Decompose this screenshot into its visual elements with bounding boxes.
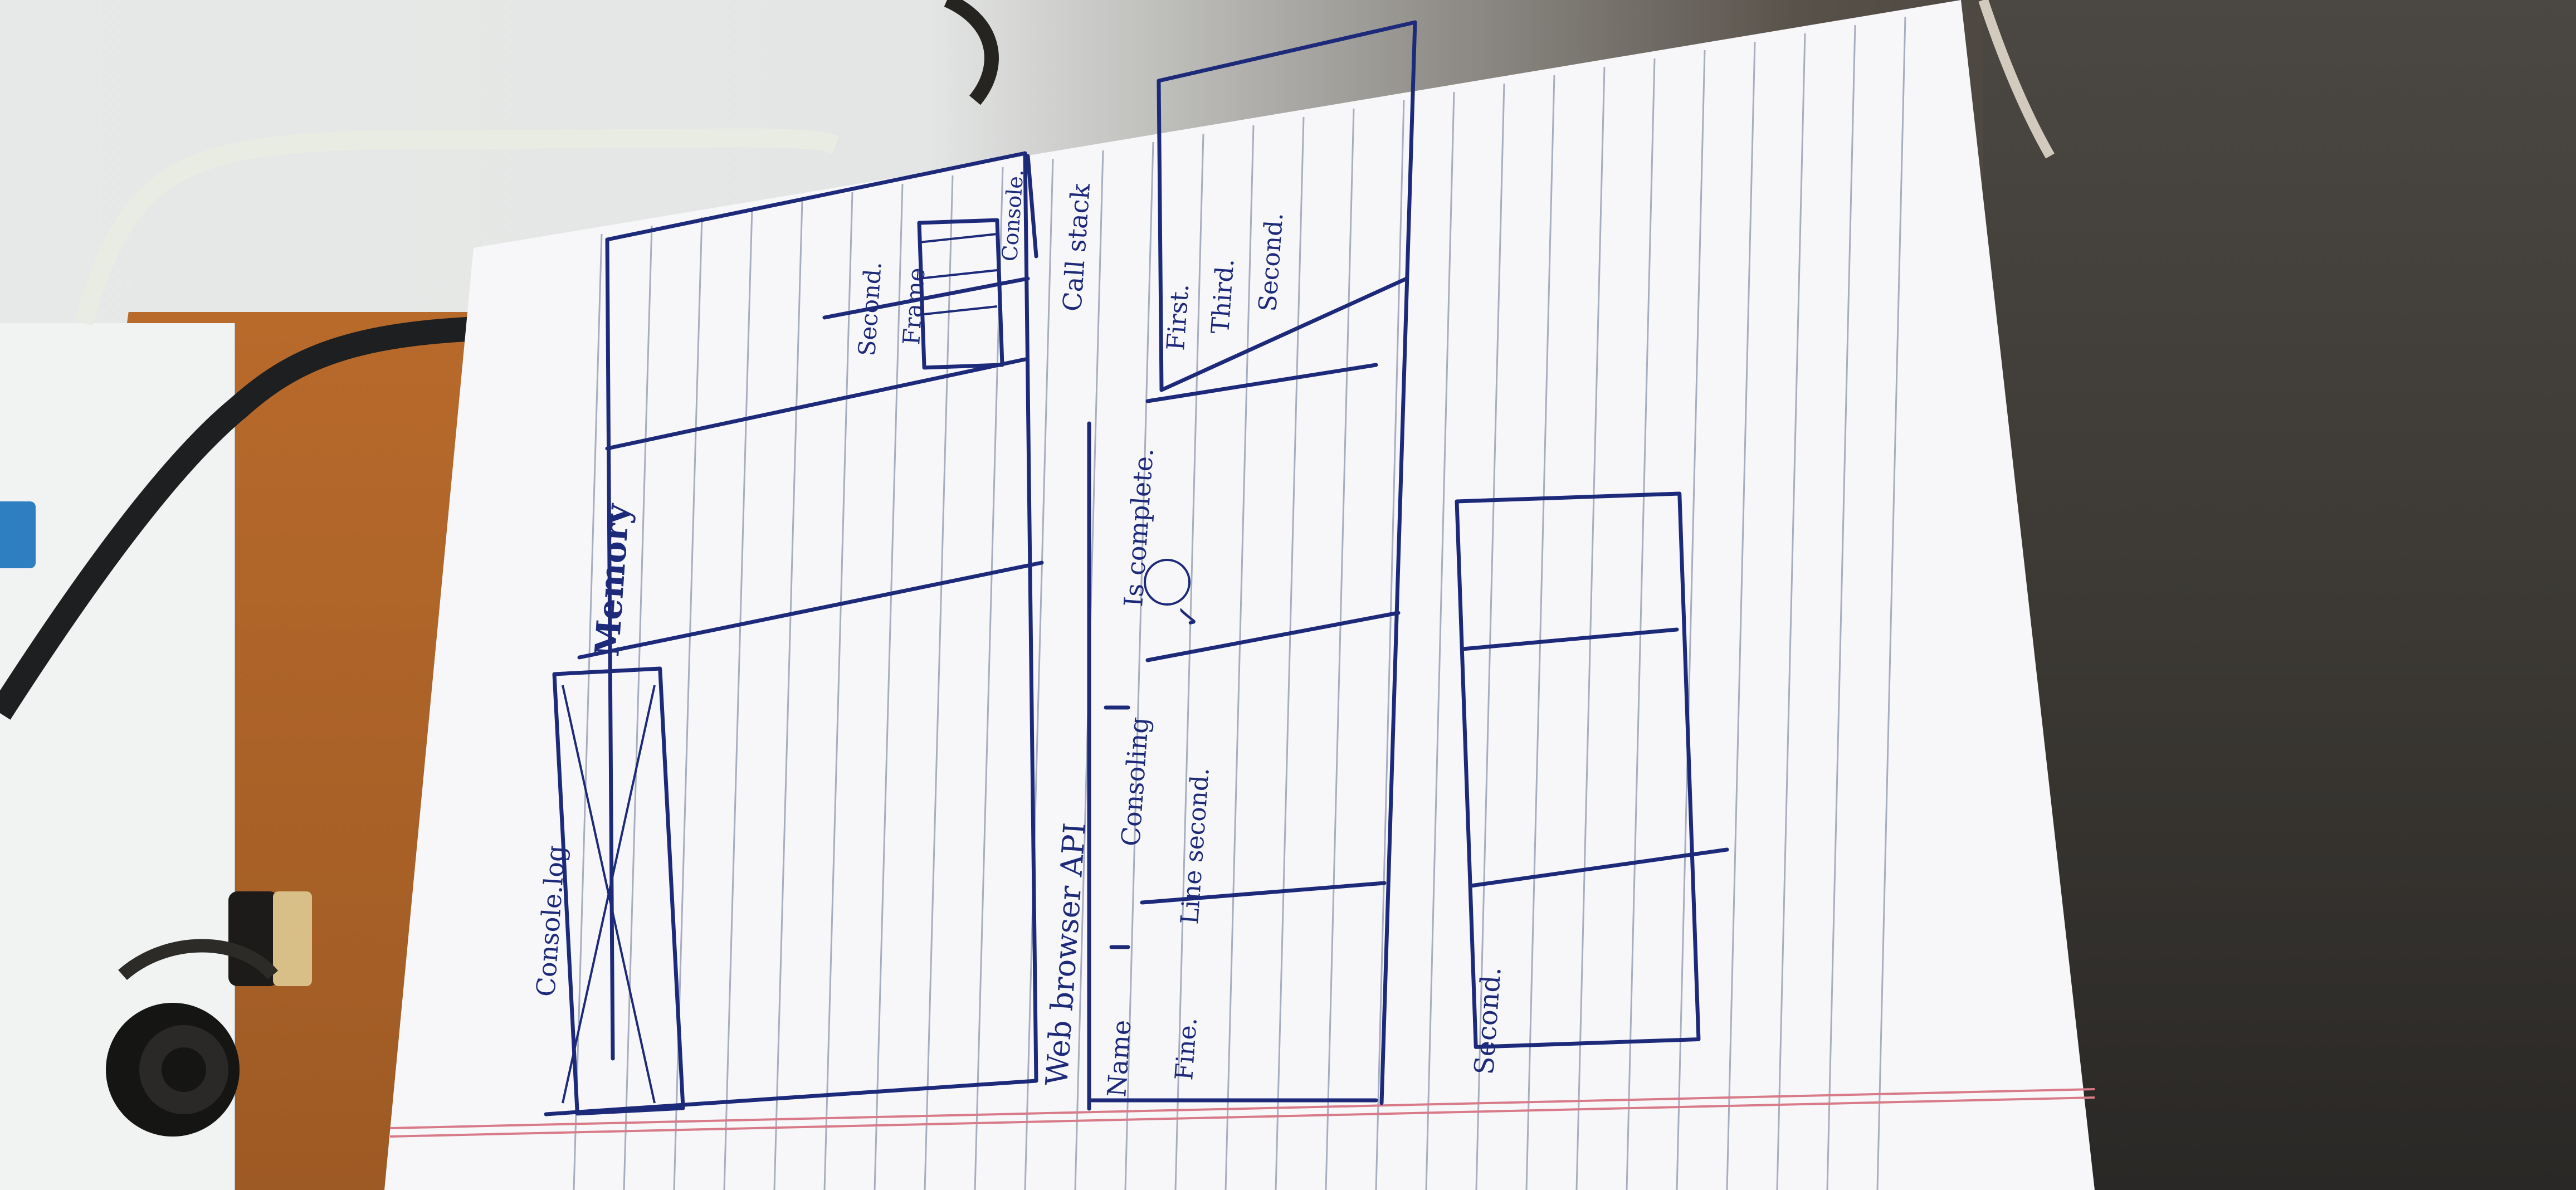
table-cell-check: ✓ xyxy=(1170,602,1207,630)
queue-item-first: First. xyxy=(1162,283,1194,352)
power-strip-indicator xyxy=(0,501,36,568)
call-stack-item-2: Frame xyxy=(897,267,930,346)
floor-background xyxy=(1983,0,2576,1190)
queue-item-second: Second. xyxy=(1253,212,1289,313)
queue-item-third: Third. xyxy=(1206,258,1240,335)
bottom-box-label: Second. xyxy=(1468,965,1507,1075)
console-log-panel: Console.log xyxy=(530,666,685,1116)
call-stack-panel: Second. Frame Console. Call stack xyxy=(853,168,1096,370)
call-stack-item-1: Second. xyxy=(853,261,887,357)
window-outline xyxy=(544,20,1417,1116)
bottom-box: Second. xyxy=(1455,491,1729,1076)
table-cell-fine: Fine. xyxy=(1170,1017,1203,1081)
table-header-name: Name xyxy=(1101,1019,1137,1098)
keys xyxy=(106,891,312,1137)
queue-list: First. Third. Second. xyxy=(1162,212,1289,352)
